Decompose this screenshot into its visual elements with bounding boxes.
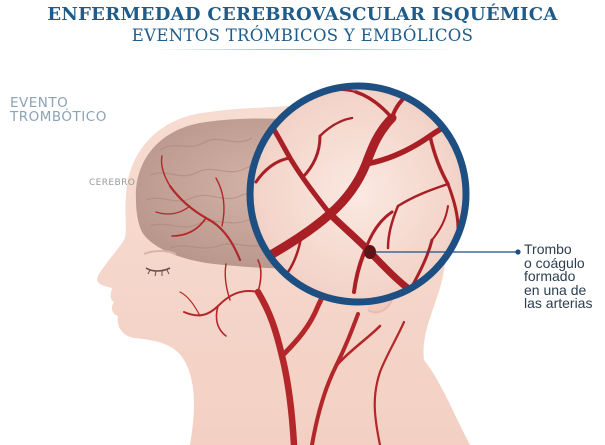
brain-label: CEREBRO xyxy=(89,178,135,188)
callout-line-5: las arterias xyxy=(524,297,592,311)
thrombus-callout: Trombo o coágulo formado en una de las a… xyxy=(524,243,592,311)
thrombus-clot xyxy=(364,245,376,259)
callout-dot xyxy=(515,249,520,254)
